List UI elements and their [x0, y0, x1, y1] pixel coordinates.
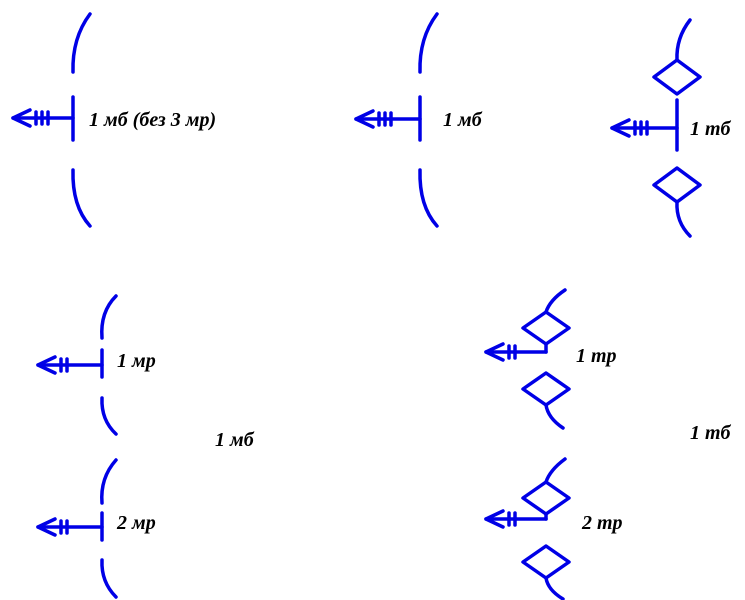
top-arc	[675, 18, 692, 62]
bottom-diamond	[521, 371, 571, 407]
label-1tb: 1 тб	[690, 118, 731, 140]
top-bracket	[418, 12, 439, 74]
arrowhead	[484, 342, 505, 362]
symbol-motorized-company-1	[36, 294, 118, 436]
arrowhead	[484, 509, 505, 529]
arrowhead	[36, 517, 57, 537]
top-arc	[544, 457, 567, 484]
symbol-motorized-company-2	[36, 458, 118, 599]
symbol-motorized-battalion	[354, 12, 439, 228]
top-bracket	[100, 294, 118, 340]
bottom-bracket	[418, 168, 439, 228]
label-1mb-without-3mr: 1 мб (без 3 мр)	[89, 109, 217, 131]
top-bracket	[100, 458, 118, 505]
top-arc	[544, 288, 567, 314]
symbol-tank-company-1	[484, 288, 571, 430]
bottom-arc	[675, 200, 692, 238]
label-1tr: 1 тр	[576, 345, 617, 367]
symbol-tank-company-2	[484, 457, 571, 600]
label-group-1mb: 1 мб	[215, 429, 254, 451]
bottom-bracket	[100, 396, 118, 436]
arrowhead	[11, 108, 32, 128]
label-1mr: 1 мр	[117, 350, 156, 372]
bottom-bracket	[71, 168, 92, 228]
bottom-bracket	[100, 558, 118, 599]
bottom-diamond	[652, 166, 702, 204]
bottom-arc	[544, 576, 565, 600]
label-1mb: 1 мб	[443, 109, 482, 131]
top-diamond	[521, 310, 571, 346]
label-2tr: 2 тр	[582, 512, 623, 534]
arrowhead	[36, 355, 57, 375]
label-group-1tb: 1 тб	[690, 422, 731, 444]
top-diamond	[652, 58, 702, 96]
bottom-diamond	[521, 544, 571, 580]
top-bracket	[71, 12, 92, 74]
label-2mr: 2 мр	[117, 512, 156, 534]
arrowhead	[610, 118, 631, 138]
symbol-battalion-without-3-company	[11, 12, 92, 228]
bottom-arc	[544, 403, 565, 430]
arrowhead	[354, 109, 375, 129]
symbol-tank-battalion	[610, 18, 702, 238]
top-diamond	[521, 480, 571, 516]
